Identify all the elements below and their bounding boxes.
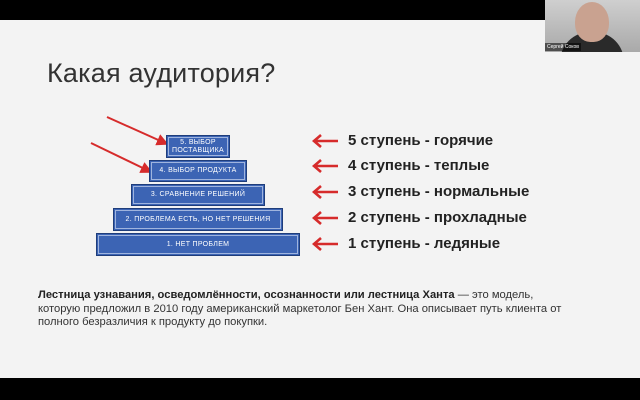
pyramid-step-1: 1. НЕТ ПРОБЛЕМ [96, 233, 300, 256]
level-4: 4 ступень - теплые [310, 157, 489, 174]
participant-name: Сергей Соков [545, 43, 581, 51]
left-arrow-icon [312, 158, 338, 173]
left-arrow-icon [312, 133, 338, 148]
description-bold: Лестница узнавания, осведомлённости, осо… [38, 289, 455, 301]
left-arrow-icon [312, 184, 338, 199]
pyramid-step-3: 3. СРАВНЕНИЕ РЕШЕНИЙ [131, 184, 265, 206]
pyramid-step-2: 2. ПРОБЛЕМА ЕСТЬ, НО НЕТ РЕШЕНИЯ [113, 208, 283, 231]
pointer-arrows [90, 116, 169, 173]
level-2: 2 ступень - прохладные [310, 209, 527, 226]
participant-video[interactable]: Сергей Соков [545, 0, 640, 52]
level-2-label: 2 ступень - прохладные [348, 209, 527, 226]
presentation-slide: Какая аудитория? 5. ВЫБОР ПОСТАВЩИКА 4. … [0, 20, 640, 378]
level-1: 1 ступень - ледяные [310, 235, 500, 252]
pyramid-step-5: 5. ВЫБОР ПОСТАВЩИКА [166, 135, 230, 158]
participant-face [575, 2, 609, 42]
level-3-label: 3 ступень - нормальные [348, 183, 530, 200]
description-rest: — это модель, которую предложил в 2010 г… [38, 289, 562, 328]
level-4-label: 4 ступень - теплые [348, 157, 490, 174]
level-1-label: 1 ступень - ледяные [348, 235, 501, 252]
slide-description: Лестница узнавания, осведомлённости, осо… [38, 289, 578, 330]
left-arrow-icon [312, 236, 338, 251]
left-arrow-icon [312, 210, 338, 225]
pointer-arrow-top [106, 116, 169, 146]
pyramid-step-4: 4. ВЫБОР ПРОДУКТА [149, 160, 247, 182]
level-3: 3 ступень - нормальные [310, 183, 529, 200]
pointer-arrow-bottom [90, 142, 153, 173]
slide-title: Какая аудитория? [47, 58, 276, 88]
level-5: 5 ступень - горячие [310, 132, 493, 149]
level-5-label: 5 ступень - горячие [348, 132, 494, 149]
